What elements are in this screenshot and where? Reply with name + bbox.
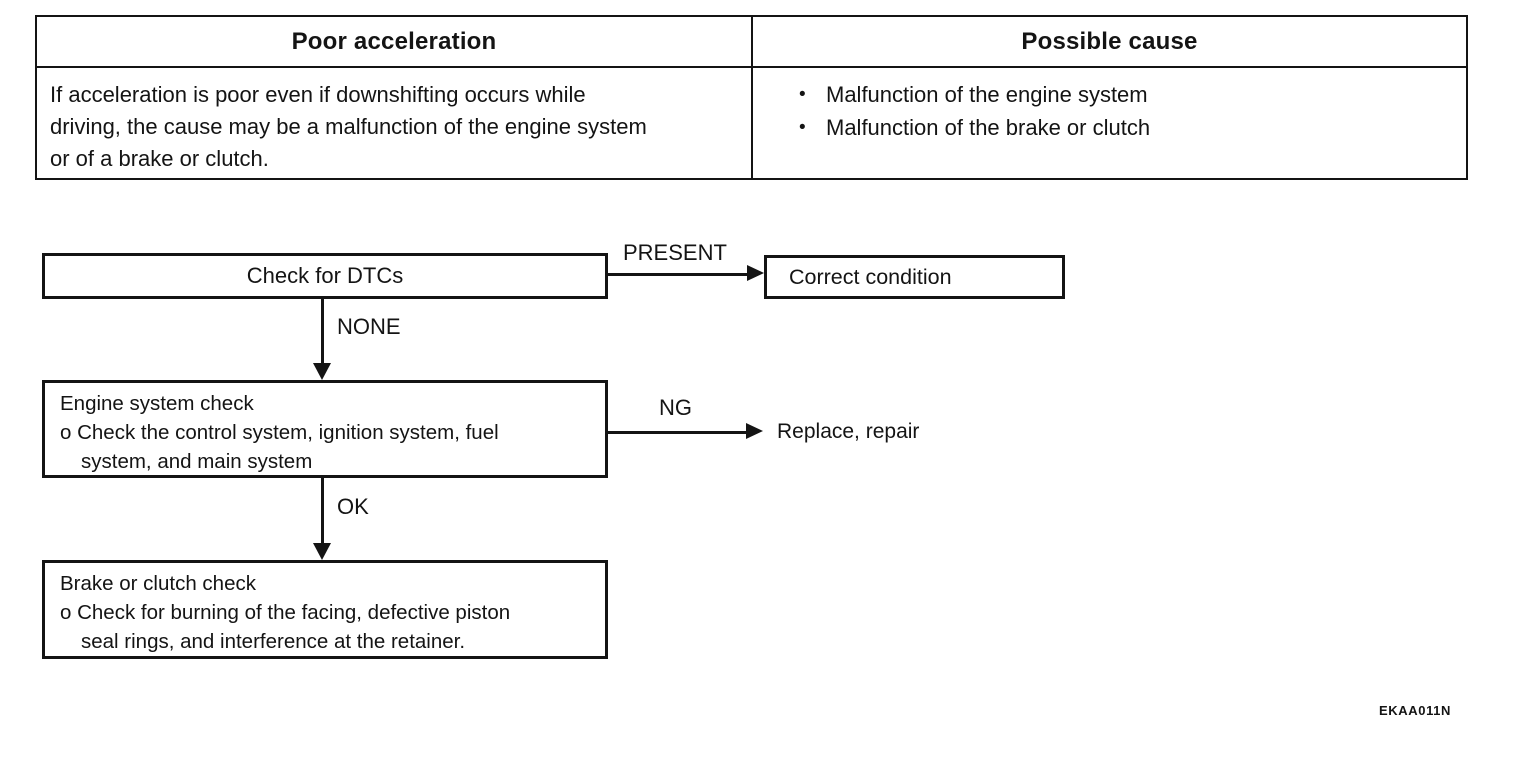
- box-text-line: system, and main system: [81, 450, 313, 473]
- box-text-line: o Check the control system, ignition sys…: [60, 421, 499, 444]
- flow-box-correct-condition: Correct condition: [764, 255, 1065, 299]
- box-text-line: Engine system check: [60, 392, 254, 415]
- flow-box-engine-system-check: Engine system check o Check the control …: [42, 380, 608, 478]
- flow-box-check-dtcs: Check for DTCs: [42, 253, 608, 299]
- box-text-line: Brake or clutch check: [60, 572, 256, 595]
- bullet-icon: •: [799, 117, 806, 138]
- table-header-poor-acceleration: Poor acceleration: [37, 17, 753, 68]
- flow-box-brake-clutch-check: Brake or clutch check o Check for burnin…: [42, 560, 608, 659]
- branch-label-none: NONE: [337, 314, 401, 339]
- arrow-down-icon: [313, 363, 331, 380]
- box-text-line: o Check for burning of the facing, defec…: [60, 601, 511, 624]
- connector-line: [608, 431, 747, 434]
- action-replace-repair: Replace, repair: [777, 420, 920, 443]
- cause-text: Malfunction of the engine system: [826, 82, 1148, 107]
- table-header-possible-cause: Possible cause: [753, 17, 1466, 68]
- box-text-line: seal rings, and interference at the reta…: [81, 630, 466, 653]
- branch-label-ok: OK: [337, 494, 369, 519]
- connector-line: [321, 478, 324, 544]
- connector-line: [608, 273, 749, 276]
- cause-item: • Malfunction of the brake or clutch: [799, 111, 1456, 144]
- arrow-right-icon: [747, 265, 764, 281]
- arrow-right-icon: [746, 423, 763, 439]
- bullet-icon: •: [799, 84, 806, 105]
- figure-code: EKAA011N: [1379, 703, 1451, 718]
- symptom-description: If acceleration is poor even if downshif…: [37, 68, 753, 178]
- symptom-cause-table: Poor acceleration Possible cause If acce…: [35, 15, 1468, 180]
- arrow-down-icon: [313, 543, 331, 560]
- connector-line: [321, 299, 324, 365]
- branch-label-present: PRESENT: [623, 240, 727, 265]
- possible-cause-list: • Malfunction of the engine system • Mal…: [753, 68, 1466, 178]
- cause-text: Malfunction of the brake or clutch: [826, 115, 1151, 140]
- branch-label-ng: NG: [659, 395, 692, 420]
- cause-item: • Malfunction of the engine system: [799, 78, 1456, 111]
